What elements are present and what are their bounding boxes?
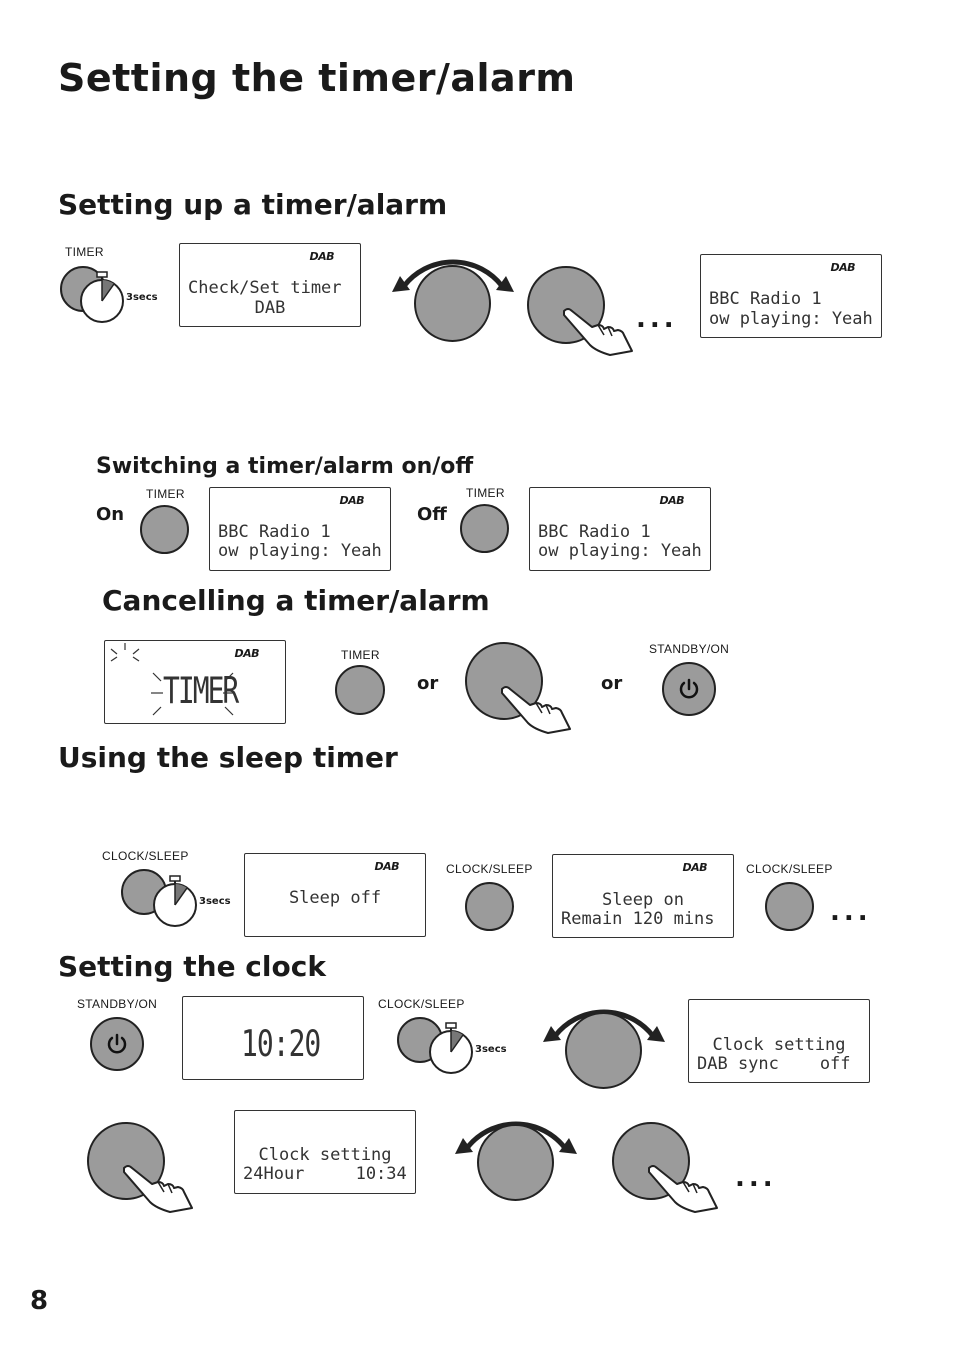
secs-label: 3secs xyxy=(126,292,158,303)
stopwatch-icon xyxy=(429,1022,473,1074)
lcd-display: DAB TIMER xyxy=(104,640,286,724)
dab-badge: DAB xyxy=(234,647,259,660)
continue-ellipsis: ... xyxy=(636,304,678,334)
standby-label: STANDBY/ON xyxy=(649,642,730,656)
lcd-line-1: Clock setting xyxy=(258,1145,392,1165)
power-icon xyxy=(107,1033,127,1054)
lcd-display: 10:20 xyxy=(182,996,364,1080)
lcd-line-2: ow playing: Yeah xyxy=(709,309,873,329)
lcd-line-1: Clock setting xyxy=(712,1035,846,1055)
clock-sleep-label: CLOCK/SLEEP xyxy=(446,862,533,876)
lcd-line-2: DAB sync off xyxy=(697,1054,851,1074)
rotary-dial[interactable] xyxy=(477,1124,554,1201)
pointing-hand-icon xyxy=(563,308,633,356)
lcd-line-2: Remain 120 mins xyxy=(561,909,715,929)
lcd-line-1: Sleep on xyxy=(602,890,684,910)
lcd-display: DAB BBC Radio 1 ow playing: Yeah xyxy=(209,487,391,571)
page-title: Setting the timer/alarm xyxy=(58,56,576,100)
lcd-line-1: BBC Radio 1 xyxy=(709,289,822,309)
clock-sleep-label: CLOCK/SLEEP xyxy=(378,997,465,1011)
power-icon xyxy=(679,678,699,699)
dab-badge: DAB xyxy=(659,494,684,507)
rotary-dial[interactable] xyxy=(414,265,491,342)
cancel-heading: Cancelling a timer/alarm xyxy=(102,584,490,617)
timer-label: TIMER xyxy=(146,487,185,501)
lcd-display: DAB Sleep on Remain 120 mins xyxy=(552,854,734,938)
secs-label: 3secs xyxy=(199,896,231,907)
pointing-hand-icon xyxy=(123,1165,193,1213)
secs-label: 3secs xyxy=(475,1044,507,1055)
rotate-arrows-icon xyxy=(455,1105,577,1154)
select-dial[interactable] xyxy=(527,266,605,344)
or-label: or xyxy=(601,673,623,694)
continue-ellipsis: ... xyxy=(735,1163,777,1193)
standby-button[interactable] xyxy=(90,1017,144,1071)
lcd-display: DAB Sleep off xyxy=(244,853,426,937)
pointing-hand-icon xyxy=(648,1165,718,1213)
timer-label: TIMER xyxy=(341,648,380,662)
lcd-display: DAB BBC Radio 1 ow playing: Yeah xyxy=(529,487,711,571)
stopwatch-icon xyxy=(153,875,197,927)
off-label: Off xyxy=(417,504,447,525)
pointing-hand-icon xyxy=(501,686,571,734)
lcd-line-2: ow playing: Yeah xyxy=(538,541,702,561)
timer-button[interactable] xyxy=(140,505,189,554)
dab-badge: DAB xyxy=(309,250,334,263)
lcd-display: Clock setting DAB sync off xyxy=(688,999,870,1083)
lcd-line-1: BBC Radio 1 xyxy=(538,522,651,542)
on-label: On xyxy=(96,504,125,525)
sleep-heading: Using the sleep timer xyxy=(58,741,398,774)
lcd-line-2: DAB xyxy=(254,298,286,318)
setup-heading: Setting up a timer/alarm xyxy=(58,188,448,221)
clock-sleep-button[interactable] xyxy=(465,882,514,931)
lcd-line-1: Sleep off xyxy=(288,888,382,908)
standby-label: STANDBY/ON xyxy=(77,997,158,1011)
lcd-display: DAB Check/Set timer DAB xyxy=(179,243,361,327)
dab-badge: DAB xyxy=(374,860,399,873)
or-label: or xyxy=(417,673,439,694)
clock-sleep-button[interactable] xyxy=(765,882,814,931)
lcd-time: 10:20 xyxy=(241,1022,321,1065)
rotate-arrows-icon xyxy=(543,993,665,1042)
lcd-big-text: TIMER xyxy=(163,669,239,712)
rotate-arrows-icon xyxy=(392,243,514,292)
flash-rays-icon xyxy=(110,643,235,716)
lcd-line-2: 24Hour 10:34 xyxy=(243,1164,407,1184)
dab-badge: DAB xyxy=(339,494,364,507)
timer-button[interactable] xyxy=(460,504,509,553)
rotary-dial[interactable] xyxy=(565,1012,642,1089)
dab-badge: DAB xyxy=(682,861,707,874)
dab-badge: DAB xyxy=(830,261,855,274)
timer-label: TIMER xyxy=(466,486,505,500)
lcd-line-1: Check/Set timer xyxy=(188,278,342,298)
lcd-display: Clock setting 24Hour 10:34 xyxy=(234,1110,416,1194)
lcd-line-1: BBC Radio 1 xyxy=(218,522,331,542)
clock-sleep-label: CLOCK/SLEEP xyxy=(102,849,189,863)
lcd-line-2: ow playing: Yeah xyxy=(218,541,382,561)
timer-button[interactable] xyxy=(335,665,385,715)
page-number: 8 xyxy=(30,1286,49,1316)
clock-sleep-label: CLOCK/SLEEP xyxy=(746,862,833,876)
switching-heading: Switching a timer/alarm on/off xyxy=(96,454,474,479)
standby-button[interactable] xyxy=(662,662,716,716)
lcd-display: DAB BBC Radio 1 ow playing: Yeah xyxy=(700,254,882,338)
timer-label: TIMER xyxy=(65,245,104,259)
clock-heading: Setting the clock xyxy=(58,950,326,983)
continue-ellipsis: ... xyxy=(830,897,872,927)
stopwatch-icon xyxy=(80,271,124,323)
